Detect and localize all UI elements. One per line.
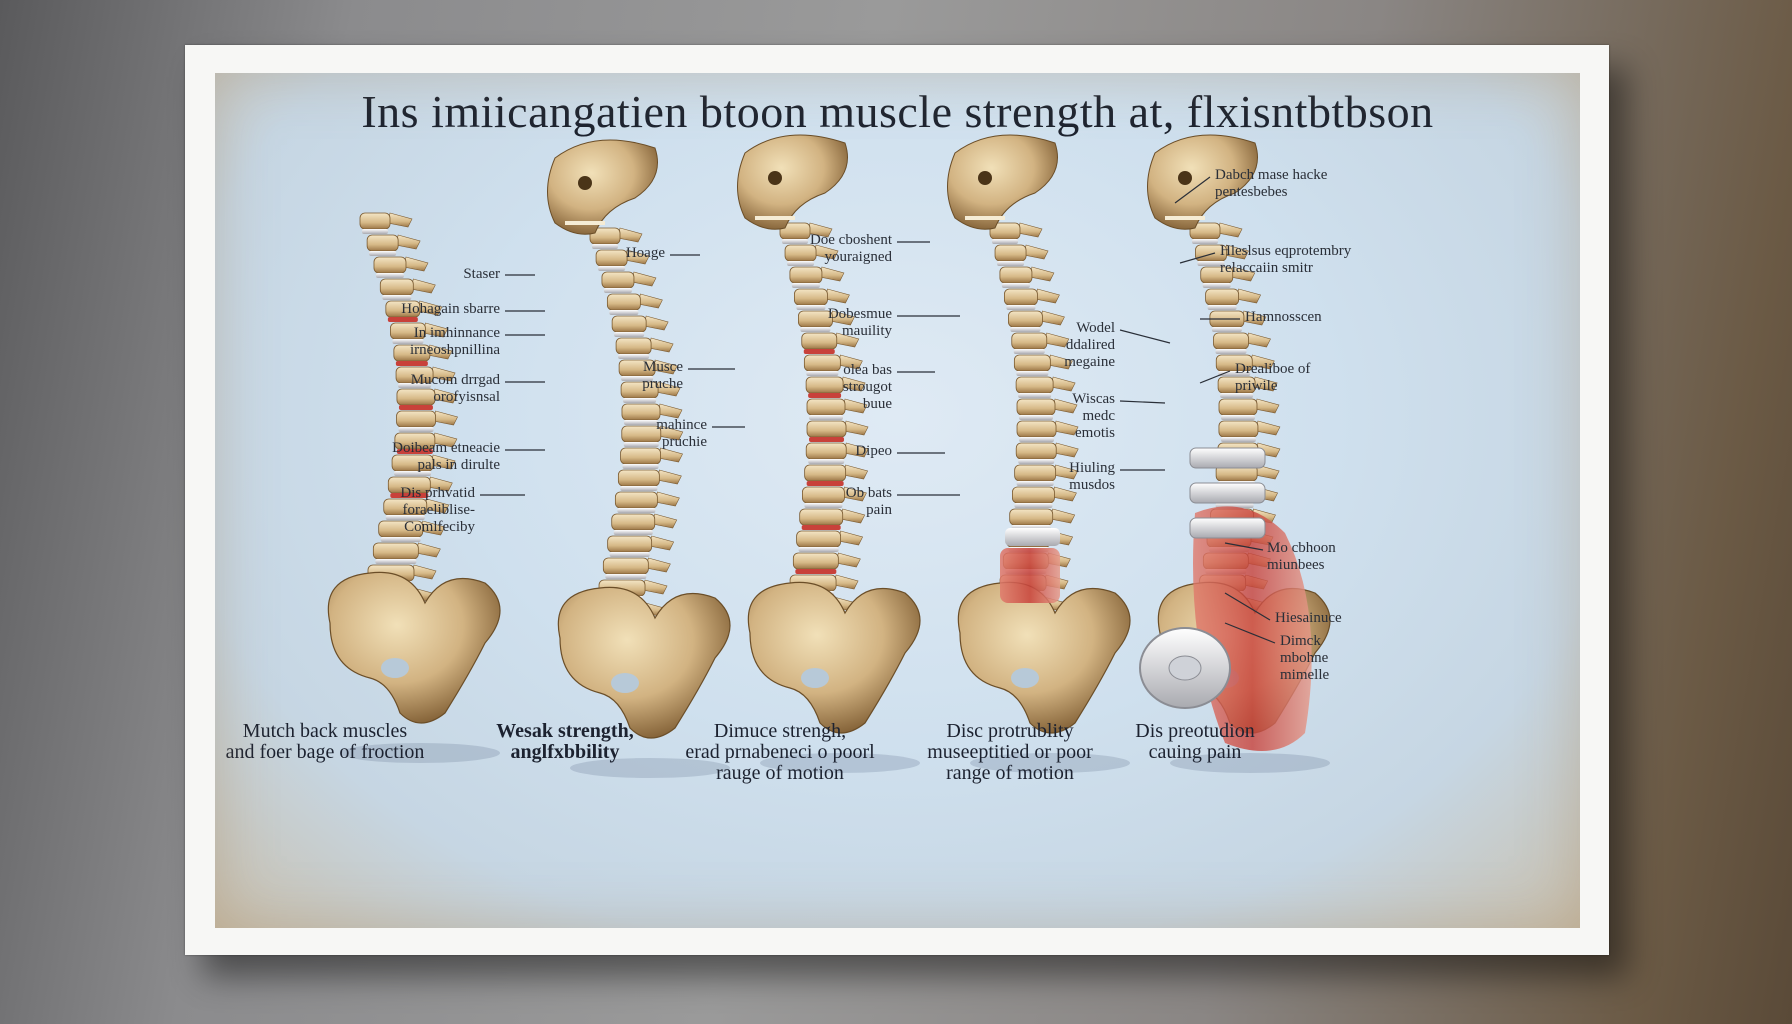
caption-1: Mutch back muscles and foer bage of froc… [225,720,425,763]
leader-line [1174,176,1211,204]
label-p4-10: Dimck mbohne mimelle [1280,633,1330,683]
spine-2 [547,139,731,778]
label-p3-2: Dobesmue mauility [827,306,892,339]
label-p4-9: Hiesainuce [1275,610,1342,626]
label-p2-2: Musce pruche [642,359,683,392]
spine-5 [1139,134,1331,773]
poster-title: Ins imiicangatien btoon muscle strength … [361,86,1434,137]
label-p1-3: In imhinnance irneoshpnillina [410,325,500,358]
label-p2-1: Hoage [625,245,665,261]
label-p3-5: Ob bats pain [845,485,892,518]
spine-1 [327,212,501,763]
label-p2-3: mahince pruchie [656,417,707,450]
anatomy-poster: Ins imiicangatien btoon muscle strength … [215,73,1580,928]
spine-4 [947,134,1131,773]
label-p4-7: Hiuling musdos [1069,460,1115,493]
label-p3-1: Doe cboshent youraigned [809,232,892,265]
leader-line [1224,622,1276,644]
label-p4-6: Wiscas medc emotis [1072,391,1115,441]
leader-line [1199,370,1231,384]
label-p1-6: Dis prhvatid foraeliblise- Comlfeciby [400,485,475,535]
label-p4-2: Hleslsus eqprotembry relaccaiin smitr [1220,243,1352,276]
label-p4-1: Dabch mase hacke pentesbebes [1215,167,1328,200]
leader-line [1179,252,1216,264]
leader-line [1119,400,1166,404]
label-p4-5: Drealiboe of priwile [1235,361,1311,394]
label-p1-1: Staser [463,266,500,282]
label-p1-2: Hohagain sbarre [401,301,500,317]
caption-4: Disc protrublity museeptitied or poor ra… [927,720,1093,784]
leader-line [1119,329,1171,344]
spine-3 [737,134,921,773]
label-p4-4: Wodel ddalired megaine [1064,320,1115,370]
caption-2: Wesak strength, anglfxbbility [496,720,634,763]
caption-3: Dimuce strengh, erad prnabeneci o poorl … [685,720,875,784]
label-p4-8: Mo cbhoon miunbees [1267,540,1336,573]
label-p4-3: Hamnosscen [1245,309,1322,325]
leader-line [1224,592,1271,621]
leader-line [1224,542,1264,551]
label-p1-4: Mucom drrgad orofyisnsal [410,372,500,405]
label-p3-4: Dipeo [855,443,892,459]
label-p3-3: olea bas strougot buue [842,362,892,412]
label-p1-5: Doibeam etneacie pals in dirulte [392,440,500,473]
spine-illustrations [327,134,1331,778]
caption-5: Dis preotudion cauing pain [1135,720,1255,763]
